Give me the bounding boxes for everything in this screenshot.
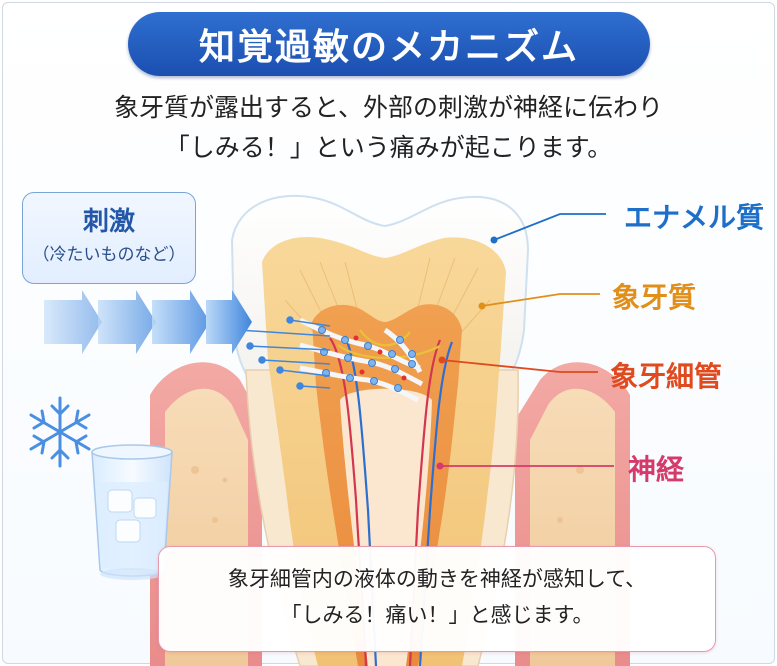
caption-line-1: 象牙細管内の液体の動きを神経が感知して、	[227, 567, 647, 591]
ice-water-glass-icon	[91, 444, 173, 580]
page-title: 知覚過敏のメカニズム	[128, 12, 650, 76]
caption-line-2: 「しみる！痛い！」と感じます。	[280, 603, 594, 627]
stimulus-box: 刺激 （冷たいものなど）	[22, 192, 196, 284]
intro-line-1: 象牙質が露出すると、外部の刺激が神経に伝わり	[113, 93, 663, 122]
stimulus-arrow-icon	[44, 290, 252, 354]
snowflake-icon	[29, 396, 91, 468]
intro-line-2: 「しみる！」という痛みが起こります。	[164, 133, 613, 162]
label-dentinal-tubule: 象牙細管	[610, 360, 723, 393]
label-leaders	[436, 213, 614, 470]
label-enamel: エナメル質	[624, 201, 765, 234]
intro-text: 象牙質が露出すると、外部の刺激が神経に伝わり 「しみる！」という痛みが起こります…	[0, 88, 777, 168]
label-nerve: 神経	[628, 453, 685, 486]
stimulus-note: （冷たいものなど）	[32, 245, 186, 265]
caption-box: 象牙細管内の液体の動きを神経が感知して、 「しみる！痛い！」と感じます。	[158, 546, 716, 652]
label-dentin: 象牙質	[612, 281, 697, 314]
stimulus-pointers	[234, 316, 331, 390]
dentinal-tubules	[298, 317, 424, 403]
stimulus-title: 刺激	[82, 207, 135, 237]
